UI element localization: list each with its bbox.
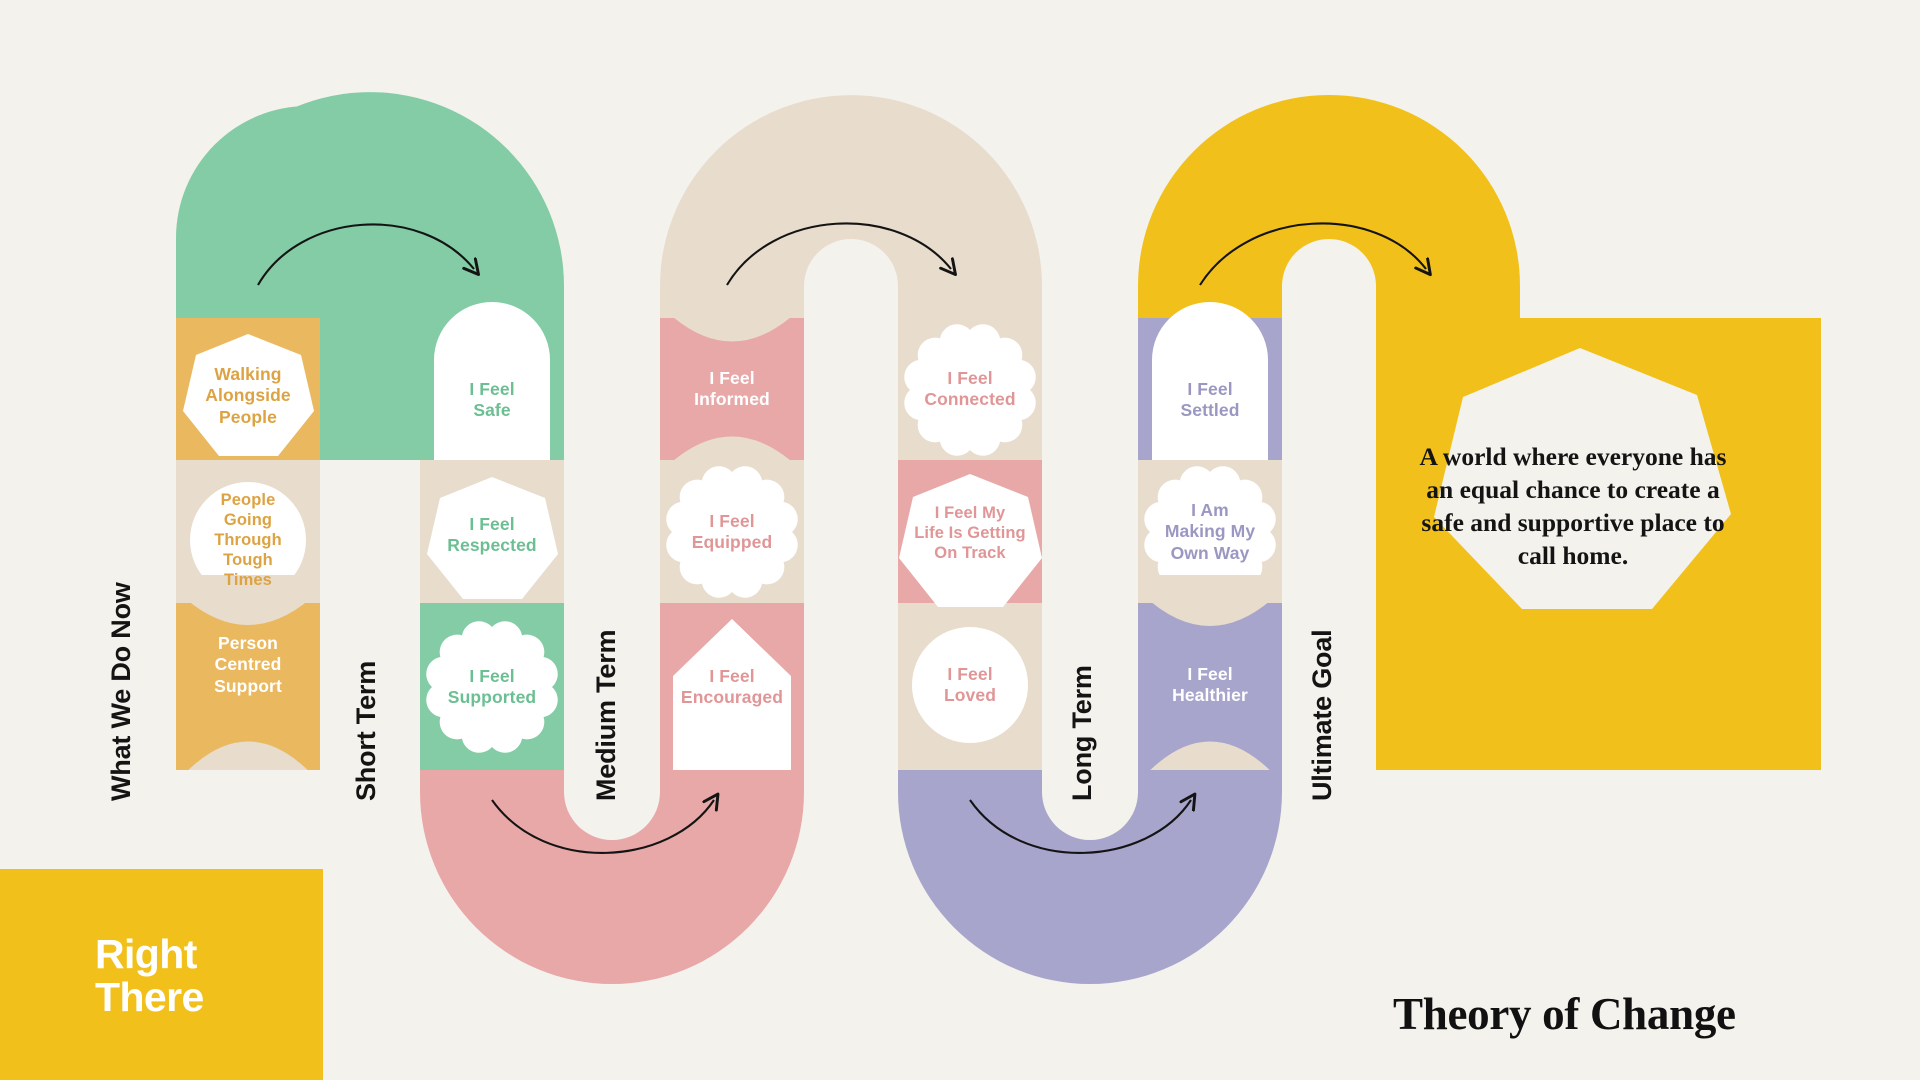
snake-ribbon xyxy=(176,92,1821,984)
logo-line-1: Right xyxy=(95,931,197,977)
shape-i-feel-safe xyxy=(434,302,550,460)
shape-i-feel-my-life-is-getting-on-track xyxy=(899,474,1042,607)
page-title: Theory of Change xyxy=(1393,989,1736,1039)
shape-i-am-making-my-own-way xyxy=(1144,466,1276,598)
shape-i-feel-respected xyxy=(427,477,558,599)
right-there-logo-box[interactable] xyxy=(0,869,323,1080)
stage-label-medium-term: Medium Term xyxy=(591,629,621,801)
arrow-top-2 xyxy=(726,222,951,286)
shape-i-feel-settled xyxy=(1152,302,1268,460)
shape-i-feel-equipped xyxy=(666,466,798,598)
stage-label-ultimate-goal: Ultimate Goal xyxy=(1307,629,1337,801)
stage-label-short-term: Short Term xyxy=(351,660,381,801)
shape-i-feel-encouraged xyxy=(673,619,791,770)
shape-walking-alongside-people xyxy=(183,334,314,456)
logo-line-2: There xyxy=(95,974,204,1021)
right-there-logo-text: Right There xyxy=(95,931,204,1021)
shape-person-centred-support xyxy=(176,603,320,770)
arrow-top-3 xyxy=(1199,222,1426,286)
stage-label-long-term: Long Term xyxy=(1067,665,1097,801)
arrow-top-1 xyxy=(257,223,474,286)
goal-statement: A world where everyone has an equal chan… xyxy=(1419,442,1727,571)
arrow-bottom-1 xyxy=(491,800,714,854)
stage-label-what-we-do-now: What We Do Now xyxy=(106,582,136,801)
goal-heptagon xyxy=(1434,348,1731,609)
shape-i-feel-connected xyxy=(904,324,1036,456)
arrow-bottom-2 xyxy=(969,800,1191,854)
shape-people-going-through-tough-times xyxy=(190,482,306,598)
shape-i-feel-supported xyxy=(426,621,558,753)
shape-i-feel-loved xyxy=(912,627,1028,743)
